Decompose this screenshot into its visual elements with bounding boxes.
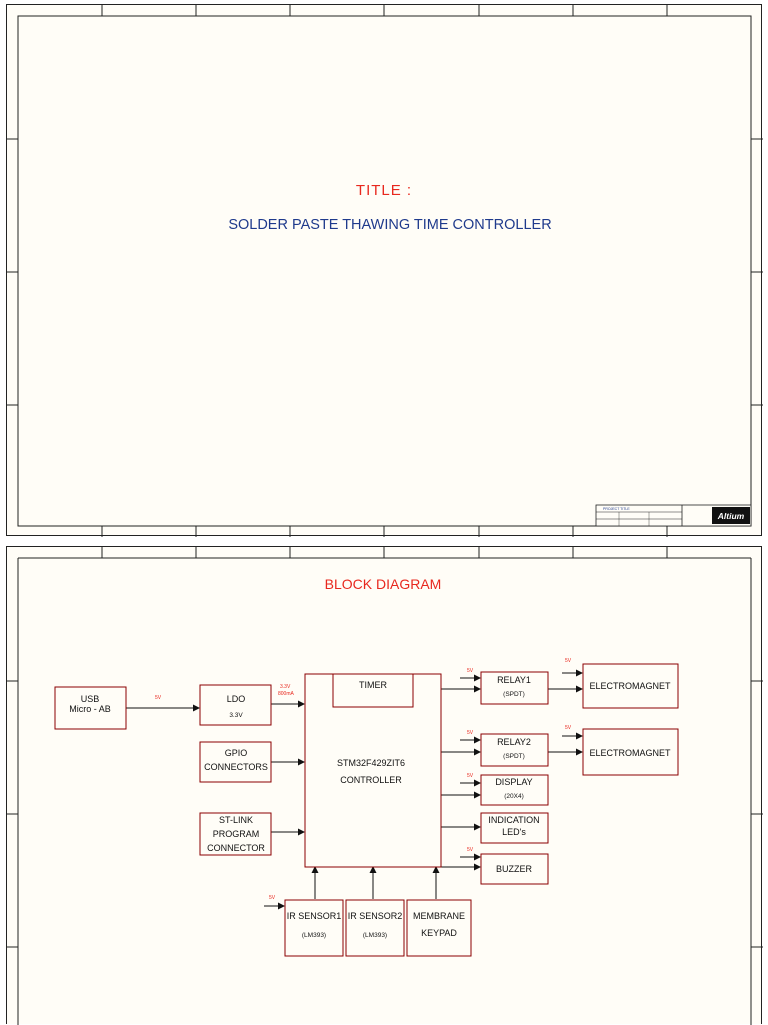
relay2-block [480,733,549,767]
electromagnet2-label: ELECTROMAGNET [589,748,671,758]
frame-ticks-left [7,138,18,406]
usb-label: USB [81,694,100,704]
block-diagram-heading: BLOCK DIAGRAM [325,576,442,592]
block-diagram-canvas: BLOCK DIAGRAM [7,547,763,1025]
ldo-sublabel: 3.3V [229,712,243,719]
frame-ticks-left [7,680,18,948]
relay1-sublabel: (SPDT) [503,691,525,698]
usb-block [54,686,127,730]
electromagnet2-block [582,728,679,776]
altium-logo-text: Altium [717,511,745,521]
title-sheet-canvas: TITLE : SOLDER PASTE THAWING TIME CONTRO… [7,5,763,537]
frame-ticks-top [101,5,668,16]
ir-sensor2-block [345,899,405,957]
ir-sensor1-sublabel: (LM393) [302,932,326,939]
keypad-block [406,899,472,957]
title-sheet: TITLE : SOLDER PASTE THAWING TIME CONTRO… [6,4,763,537]
ir-sensor2-sublabel: (LM393) [363,932,387,939]
ldo-out-current-label: 800mA [278,691,295,697]
ir-sensor1-label: IR SENSOR1 [287,911,342,921]
project-name: SOLDER PASTE THAWING TIME CONTROLLER [228,217,551,233]
leds-block [480,812,549,844]
relay2-5v-label: 5V [467,730,474,736]
gpio-label: GPIO [225,748,248,758]
relay1-5v-label: 5V [467,668,474,674]
ir-sensor2-label: IR SENSOR2 [348,911,403,921]
gpio-block [199,741,272,783]
display-label: DISPLAY [495,777,532,787]
display-block [480,774,549,806]
buzzer-5v-label: 5V [467,847,474,853]
frame-ticks-right [751,138,763,406]
electromagnet1-label: ELECTROMAGNET [589,681,671,691]
ldo-label: LDO [227,694,246,704]
title-label: TITLE : [356,182,412,199]
leds-label: INDICATION [488,815,539,825]
keypad-sublabel: KEYPAD [421,928,457,938]
stlink-label-3: CONNECTOR [207,843,265,853]
keypad-label: MEMBRANE [413,911,465,921]
em1-5v-label: 5V [565,658,572,664]
frame-ticks-top [101,547,668,558]
ldo-block [199,684,272,726]
stlink-label: ST-LINK [219,815,253,825]
relay1-label: RELAY1 [497,675,531,685]
inner-frame [17,15,752,527]
connections [126,669,583,910]
buzzer-label: BUZZER [496,864,533,874]
ldo-out-voltage-label: 3.3V [280,684,291,690]
mcu-sublabel: CONTROLLER [340,775,402,785]
stlink-label-2: PROGRAM [213,829,260,839]
ir1-5v-label: 5V [269,895,276,901]
electromagnet1-block [582,663,679,709]
buzzer-block [480,853,549,885]
em2-5v-label: 5V [565,725,572,731]
relay2-label: RELAY2 [497,737,531,747]
relay2-sublabel: (SPDT) [503,753,525,760]
title-block: PROJECT TITLE Altium [595,504,752,527]
frame-ticks-right [751,680,763,948]
usb-sublabel: Micro - AB [69,704,111,714]
block-diagram-sheet: BLOCK DIAGRAM [6,546,763,1025]
stlink-block [199,812,272,856]
leds-sublabel: LED's [502,827,526,837]
timer-block [332,673,414,708]
title-block-title-field: PROJECT TITLE [603,507,630,511]
relay1-block [480,671,549,705]
display-sublabel: (20X4) [504,793,524,800]
mcu-label: STM32F429ZIT6 [337,758,405,768]
usb-5v-label: 5V [155,695,162,701]
ir-sensor1-block [284,899,344,957]
frame-ticks-bottom [101,526,668,537]
timer-label: TIMER [359,680,387,690]
altium-logo [712,507,750,524]
display-5v-label: 5V [467,773,474,779]
gpio-sublabel: CONNECTORS [204,762,268,772]
